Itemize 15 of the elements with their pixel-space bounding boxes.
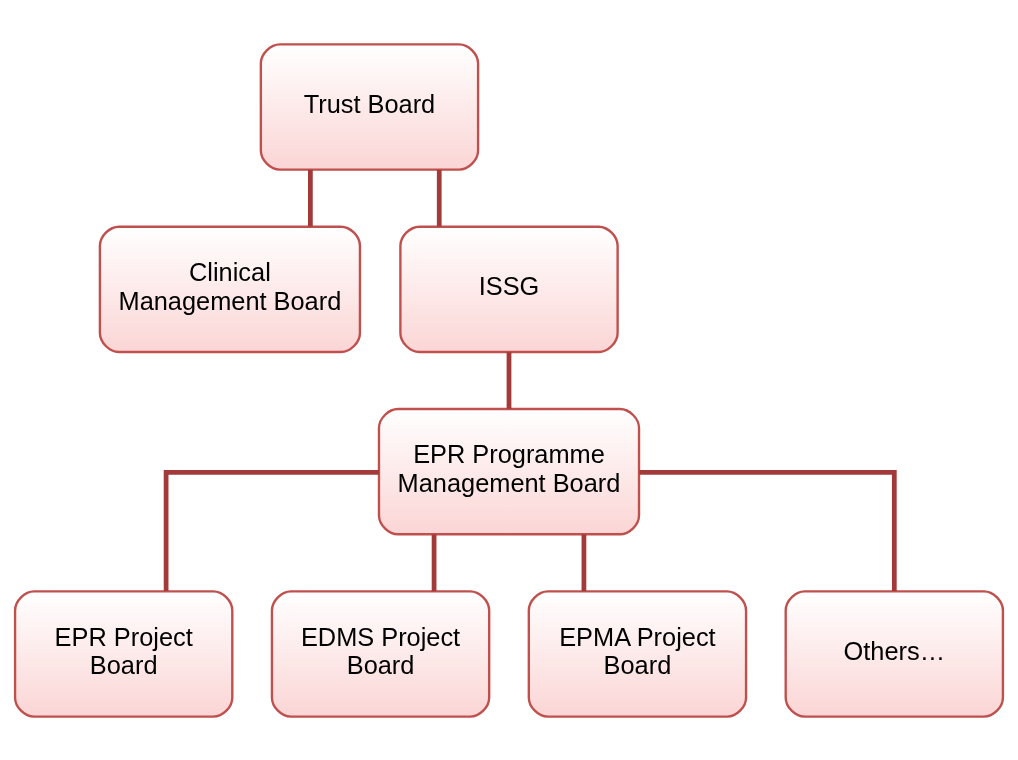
node-box: EDMS Project Board: [270, 589, 491, 718]
node-box: ISSG: [399, 225, 619, 353]
node-box: Trust Board: [259, 42, 480, 171]
connector: [163, 469, 379, 591]
node-box: Clinical Management Board: [98, 225, 362, 353]
connector: [581, 533, 587, 591]
node-box: Others…: [784, 589, 1005, 718]
connector: [639, 469, 897, 591]
connector: [431, 533, 437, 591]
connector: [308, 169, 313, 226]
node-box: EPR Project Board: [13, 589, 234, 718]
node-box: EPMA Project Board: [527, 589, 748, 718]
node-box: EPR Programme Management Board: [377, 407, 641, 535]
connector: [436, 169, 442, 226]
connector: [506, 351, 512, 409]
